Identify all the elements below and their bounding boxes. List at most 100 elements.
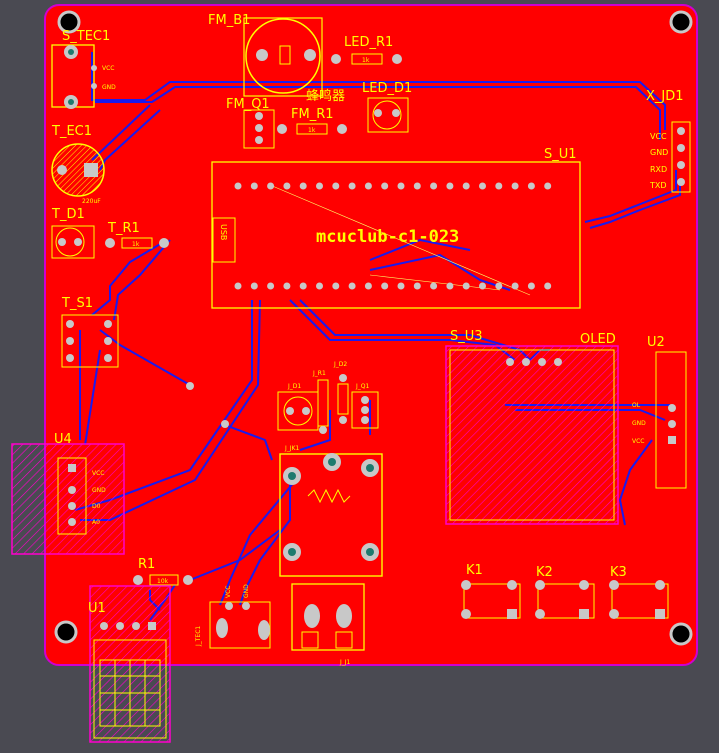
j-tec1-gnd: GND (243, 584, 250, 598)
t-s1-label: T_S1 (61, 296, 93, 311)
board-name: mcuclub-c1-023 (316, 227, 459, 247)
mcu-pin (381, 182, 389, 190)
mcu-pin (397, 282, 405, 290)
u2-pin-2: VCC (632, 438, 644, 445)
t-ec1-label: T_EC1 (51, 124, 92, 139)
t-ec1-capacitor (51, 143, 105, 197)
s-u1-label: S_U1 (544, 147, 577, 162)
led-r1-label: LED_R1 (344, 35, 393, 50)
mcu-pin (364, 182, 372, 190)
mcu-pin (479, 182, 486, 190)
j-q1-label: J_Q1 (355, 383, 369, 390)
j-j1-terminal (291, 583, 365, 651)
k2-button (535, 580, 595, 619)
u4-pin-gnd: GND (92, 487, 106, 494)
fm-r1 (277, 123, 347, 135)
j-r1-resistor (317, 379, 329, 434)
u4-label: U4 (54, 432, 72, 447)
j-tec1-label: J_TEC1 (195, 626, 202, 647)
s-tec1-label: S_TEC1 (62, 29, 110, 44)
r1-resistor (133, 574, 193, 586)
j-tec1-jack (209, 601, 271, 649)
u4-pin-a0: A0 (92, 519, 100, 526)
mcu-pin (413, 282, 421, 290)
mcu-pin (446, 282, 454, 290)
mcu-pin (267, 282, 275, 290)
j-d2-diode (337, 374, 349, 424)
u4-module (11, 443, 125, 555)
u2-pin-0: OL (632, 402, 641, 409)
k2-label: K2 (536, 565, 553, 580)
j-j1-label: J_J1 (339, 659, 351, 666)
mcu-pin (430, 282, 438, 290)
fm-b1-label: FM_B1 (208, 13, 250, 28)
k1-label: K1 (466, 563, 483, 578)
mcu-pin (527, 282, 535, 290)
oled-label: OLED (580, 332, 616, 347)
j-tec1-vcc: VCC (225, 586, 232, 598)
fm-q1 (243, 109, 275, 149)
s-tec1-gnd: GND (102, 84, 116, 91)
u2-pin-1: GND (632, 420, 646, 427)
mcu-pin (234, 282, 242, 290)
mcu-pin (446, 182, 454, 190)
j-jk1-relay (279, 453, 383, 577)
mcu-pin (413, 182, 421, 190)
mcu-pin (544, 182, 552, 190)
u1-label: U1 (88, 601, 106, 616)
led-r1-resistor (331, 53, 402, 65)
k1-button (461, 580, 521, 619)
t-r1-resistor (105, 237, 169, 249)
fm-q1-label: FM_Q1 (226, 97, 270, 112)
r1-label: R1 (138, 557, 155, 572)
t-ec1-value: 220uF (82, 198, 101, 205)
mcu-pin (299, 182, 307, 190)
buzzer-cn-label: 蜂鸣器 (306, 88, 345, 104)
u4-pin-d0: D0 (92, 503, 101, 510)
via (186, 382, 194, 390)
mcu-pin (250, 182, 258, 190)
t-s1-switch (61, 314, 119, 368)
mcu-pin (316, 282, 323, 290)
j-d1-label: J_D1 (287, 383, 301, 390)
mcu-pin (462, 282, 470, 290)
mcu-pin (250, 282, 258, 290)
s-tec1 (51, 44, 97, 109)
mounting-holes (54, 10, 693, 646)
mcu-pin (234, 182, 242, 190)
x-jd1-vcc: VCC (650, 132, 667, 141)
s-u3-oled (445, 345, 619, 525)
mcu-pin (397, 182, 405, 190)
fm-r1-value: 1k (308, 127, 316, 134)
mcu-pin (364, 282, 372, 290)
r1-value: 10k (157, 578, 169, 585)
x-jd1-gnd: GND (650, 148, 668, 157)
usb-label: USB (219, 224, 228, 240)
t-r1-value: 1k (132, 241, 140, 248)
mcu-pin (267, 182, 275, 190)
mcu-pin (332, 282, 340, 290)
mcu-pin (381, 282, 389, 290)
led-r1-value: 1k (362, 57, 370, 64)
x-jd1-header (671, 121, 691, 193)
s-u1-mcu (211, 161, 581, 309)
t-r1-label: T_R1 (107, 221, 140, 236)
k3-button (609, 580, 669, 619)
led-d1-label: LED_D1 (362, 81, 412, 96)
j-d2-label: J_D2 (333, 361, 347, 368)
via (221, 420, 229, 428)
mcu-pin (527, 182, 535, 190)
mcu-pin (332, 182, 340, 190)
j-q1-transistor (351, 391, 379, 429)
mcu-pin (283, 182, 291, 190)
u2-sensor (655, 351, 687, 489)
mcu-pin (462, 182, 470, 190)
x-jd1-txd: TXD (649, 181, 667, 190)
mcu-pin (495, 182, 503, 190)
mcu-pin (511, 282, 519, 290)
mcu-pin (544, 282, 552, 290)
mcu-pin (348, 282, 356, 290)
ratsnest (269, 184, 531, 296)
j-jk1-label: J_JK1 (284, 445, 299, 452)
